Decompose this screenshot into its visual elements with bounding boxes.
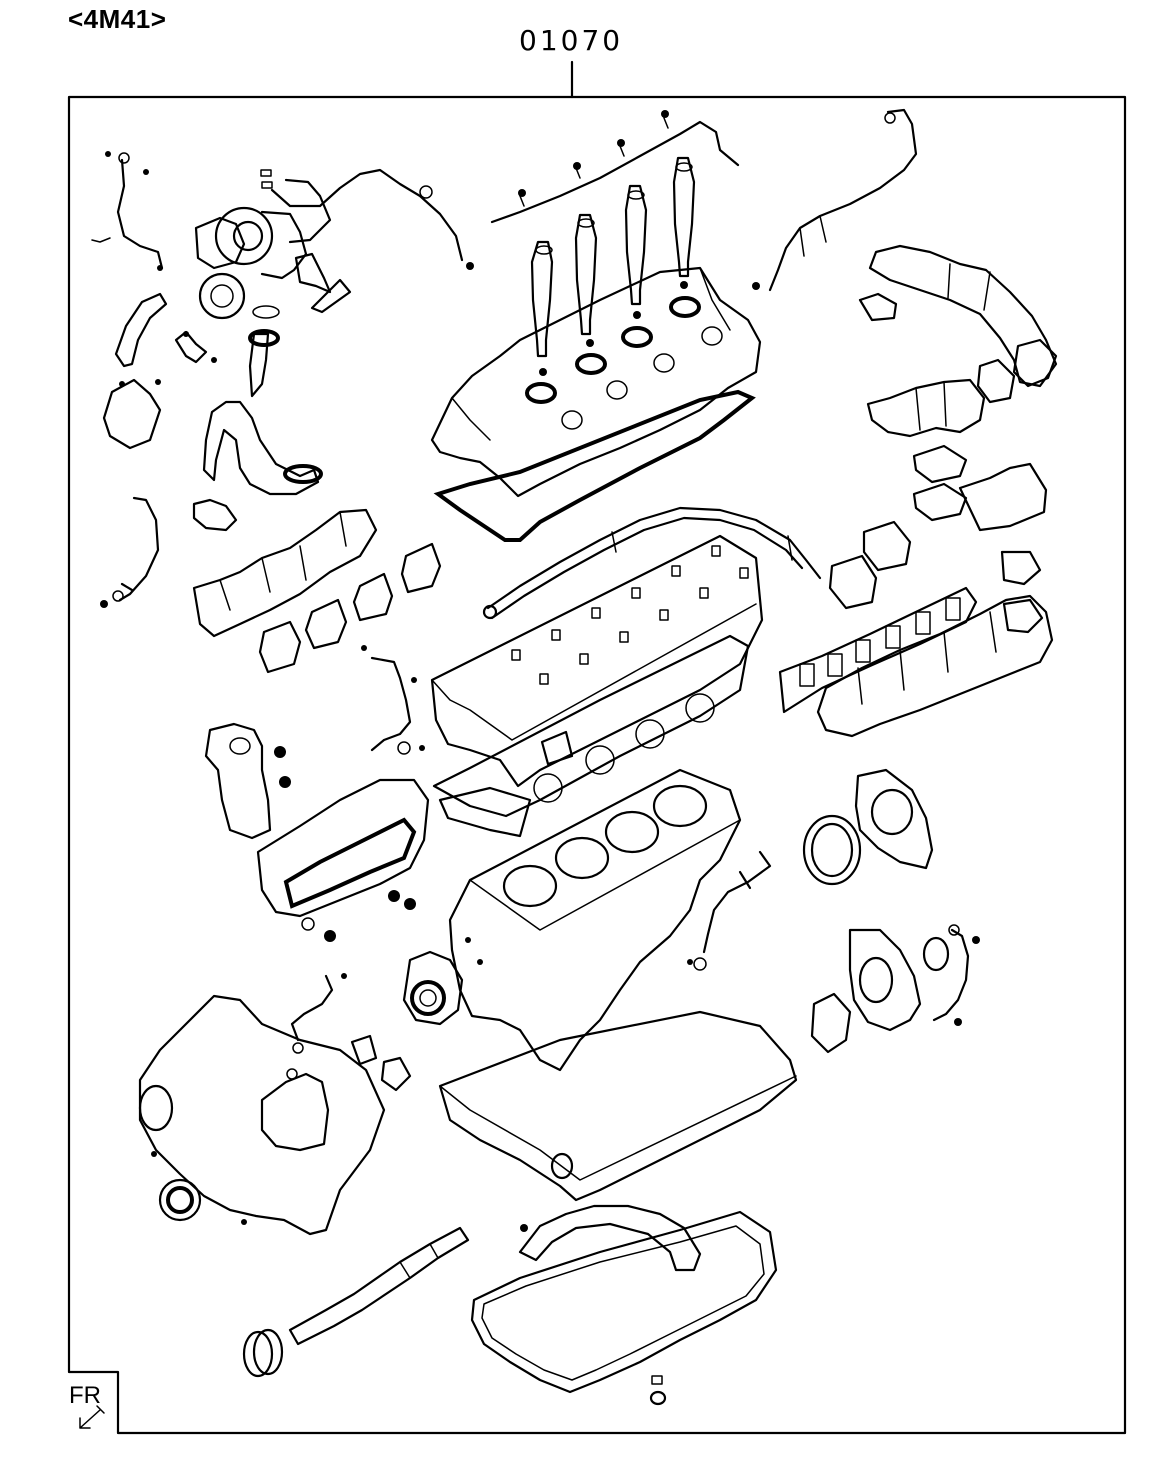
oil-pan-gasket <box>470 1210 778 1394</box>
water-pump-housing <box>810 928 950 1054</box>
intake-manifold-gaskets <box>828 444 1044 634</box>
intake-air-pipe <box>858 244 1058 404</box>
head-bolt-caps <box>511 545 749 685</box>
engine-code: <4M41> <box>68 4 167 34</box>
intake-manifold <box>816 462 1054 738</box>
oil-cooler <box>256 778 430 942</box>
coolant-rail-pipe <box>482 506 822 620</box>
thermostat-housing <box>350 1034 412 1092</box>
crankcase-lower <box>438 1010 798 1202</box>
water-return-pipe-right <box>932 924 980 1026</box>
drain-plug-washer <box>649 1375 667 1406</box>
water-pipes-left <box>102 292 217 450</box>
part-number-label: 01070 <box>519 24 624 57</box>
water-bypass-pipe-left <box>100 496 160 608</box>
arrow-down-left-icon <box>79 1405 105 1429</box>
rear-crank-seal <box>802 814 862 886</box>
turbo-oil-return-pipe <box>361 645 425 755</box>
rocker-cover-gasket <box>433 389 756 542</box>
front-crank-seal <box>158 1178 202 1222</box>
front-direction-label: FR <box>69 1382 101 1409</box>
timing-gear <box>402 937 483 1026</box>
oil-level-gauge-guide <box>687 850 772 971</box>
diagram-frame <box>67 95 1127 1435</box>
egr-pipe-left <box>192 305 323 532</box>
injector-seal-washers <box>525 281 723 430</box>
oil-pressure-pipe-left <box>91 151 164 271</box>
rear-oil-seal-case <box>854 768 934 870</box>
water-pump-body <box>260 1068 330 1152</box>
exhaust-manifold-gaskets <box>258 542 442 674</box>
cylinder-head <box>430 534 764 788</box>
fuel-injectors <box>530 156 696 358</box>
egr-valve <box>866 378 986 438</box>
turbo-heat-shield-gaskets <box>294 252 352 314</box>
rocker-cover <box>430 266 762 498</box>
intake-manifold-gasket <box>778 586 978 714</box>
oil-filter-bracket <box>204 722 291 840</box>
oil-strainer <box>518 1204 702 1272</box>
cylinder-head-gasket <box>432 634 750 838</box>
turbocharger <box>194 178 332 320</box>
oil-level-gauge <box>242 1226 470 1378</box>
egr-cooler-pipe <box>752 108 918 292</box>
exhaust-manifold <box>192 508 378 638</box>
fuel-return-pipe <box>490 110 740 224</box>
turbo-oil-feed-pipe <box>260 168 474 270</box>
cylinder-block <box>448 768 742 1072</box>
oil-jet-pipe <box>290 973 347 1054</box>
